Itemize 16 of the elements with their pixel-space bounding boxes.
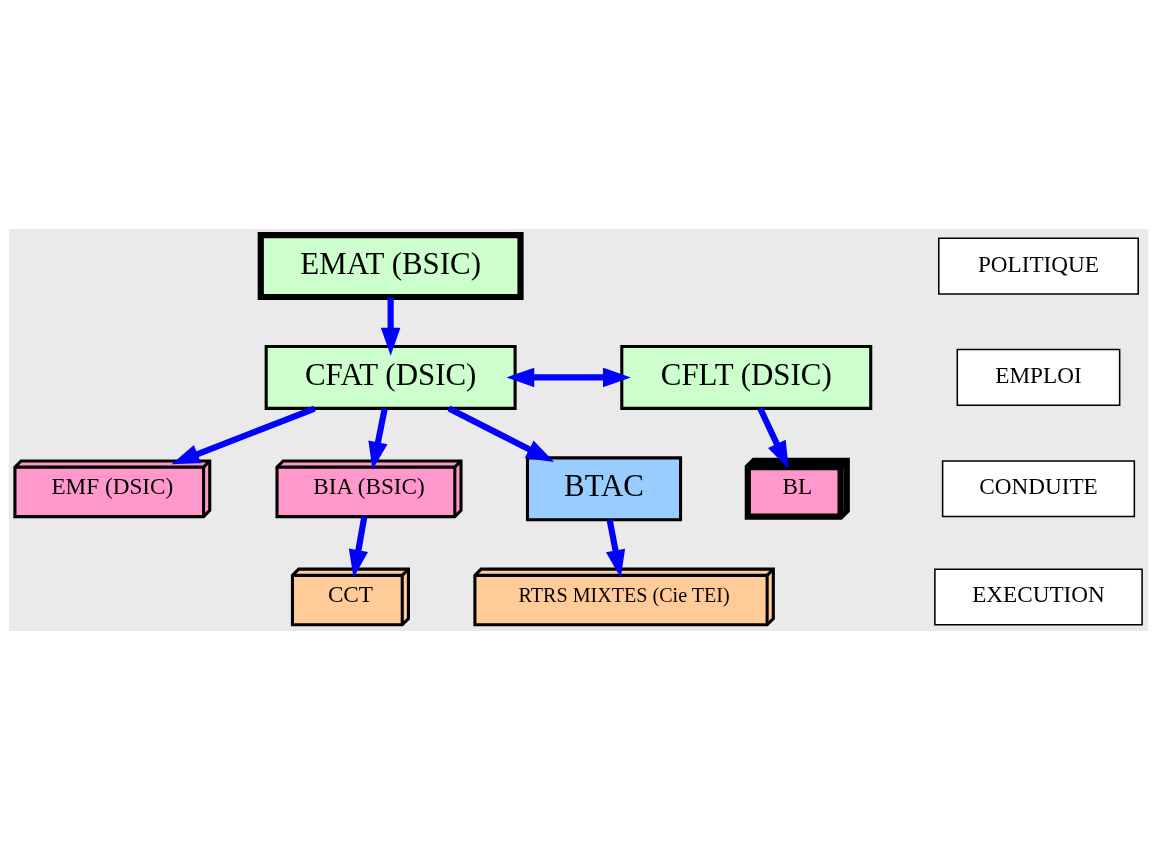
arrow xyxy=(380,297,401,356)
arrow xyxy=(506,367,631,388)
node-box: EMPLOI xyxy=(956,348,1121,407)
node-box: POLITIQUE xyxy=(937,237,1139,295)
arrow xyxy=(348,516,369,578)
node-box: CONDUITE xyxy=(941,460,1136,518)
node-box: EMAT (BSIC) xyxy=(257,232,524,301)
node-box: BTAC xyxy=(525,456,683,522)
node-box: EXECUTION xyxy=(934,568,1143,626)
arrow xyxy=(605,519,626,578)
node-box: CFAT (DSIC) xyxy=(264,344,517,410)
arrow xyxy=(171,405,316,465)
node-box: CFLT (DSIC) xyxy=(620,344,873,410)
arrow xyxy=(757,407,789,470)
arrow xyxy=(447,405,555,462)
arrow xyxy=(368,407,388,470)
